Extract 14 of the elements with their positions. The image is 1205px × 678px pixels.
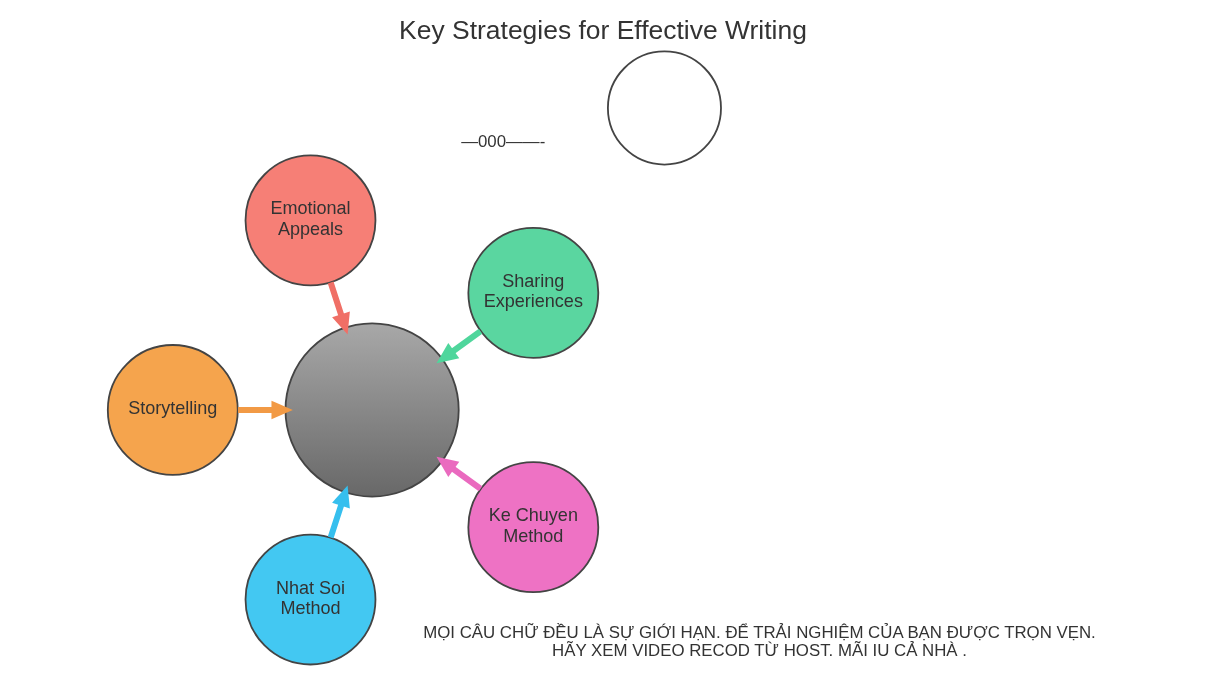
node-circle: Storytelling bbox=[106, 344, 239, 476]
arrow bbox=[436, 456, 482, 492]
node-circle: Sharing Experiences bbox=[466, 226, 599, 359]
label: MỌI CÂU CHỮ ĐỀU LÀ SỰ GIỚI HẠN. ĐỂ TRẢI NGHIỆM CỦA BẠN ĐƯỢC TRỌN VẸN. HÃY XEM VIDEO RECOD TỪ HOST. MÃI IU CẢ NHÀ . bbox=[422, 622, 1096, 660]
node-circle: Nhat Soi Method bbox=[244, 533, 376, 666]
arrow bbox=[327, 485, 350, 539]
diagram-title: Key Strategies for Effective Writing bbox=[398, 14, 807, 45]
arrow bbox=[436, 328, 482, 364]
node-circle: Emotional Appeals bbox=[244, 154, 376, 287]
node-circle: Ke Chuyen Method bbox=[466, 461, 599, 593]
arrow bbox=[327, 281, 350, 335]
label: —000——- bbox=[460, 132, 545, 152]
arrow bbox=[237, 400, 293, 420]
node-circle bbox=[606, 50, 722, 166]
